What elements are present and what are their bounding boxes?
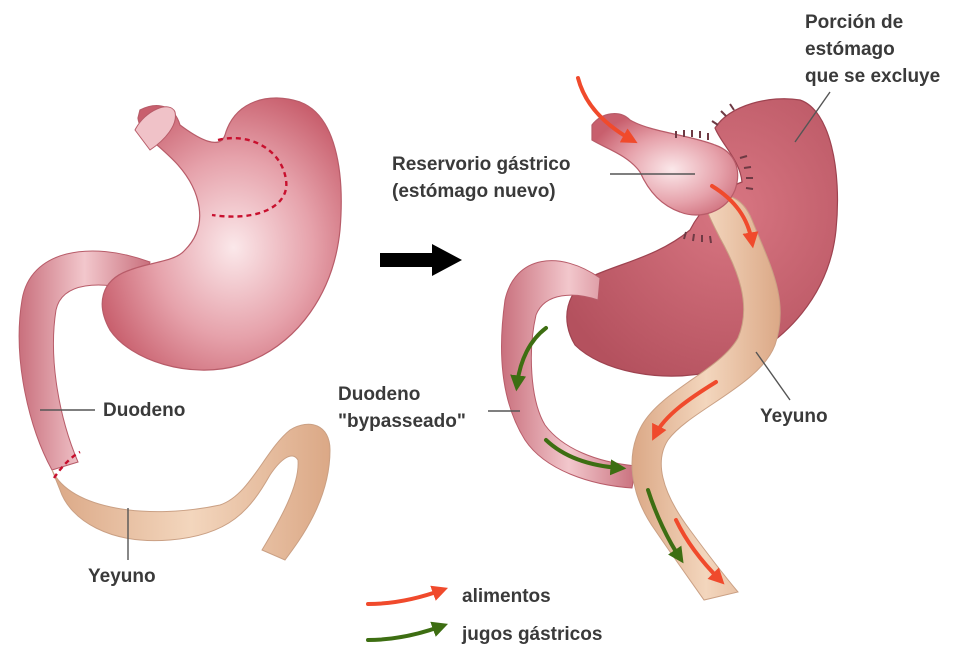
normal-anatomy: Duodeno Yeyuno xyxy=(19,98,341,587)
label-excluded-2: estómago xyxy=(805,39,895,60)
transition-arrow xyxy=(380,244,462,276)
label-reservoir-2: (estómago nuevo) xyxy=(392,181,556,202)
legend-juice-arrow xyxy=(368,626,442,640)
label-excluded-1: Porción de xyxy=(805,12,903,33)
legend-juice-label: jugos gástricos xyxy=(461,624,602,645)
legend-food-arrow xyxy=(368,590,442,604)
label-bypassed-2: "bypasseado" xyxy=(338,411,466,432)
left-jejunum xyxy=(52,424,330,560)
label-left-duodeno: Duodeno xyxy=(103,400,185,421)
leader-right-yeyuno xyxy=(756,352,790,400)
bypass-anatomy: Porción de estómago que se excluye Reser… xyxy=(338,12,940,600)
label-bypassed-1: Duodeno xyxy=(338,384,420,405)
label-reservoir-1: Reservorio gástrico xyxy=(392,154,570,175)
legend-food-label: alimentos xyxy=(462,586,551,607)
label-right-yeyuno: Yeyuno xyxy=(760,406,828,427)
legend: alimentos jugos gástricos xyxy=(368,586,602,645)
label-left-yeyuno: Yeyuno xyxy=(88,566,156,587)
label-excluded-3: que se excluye xyxy=(805,66,940,87)
